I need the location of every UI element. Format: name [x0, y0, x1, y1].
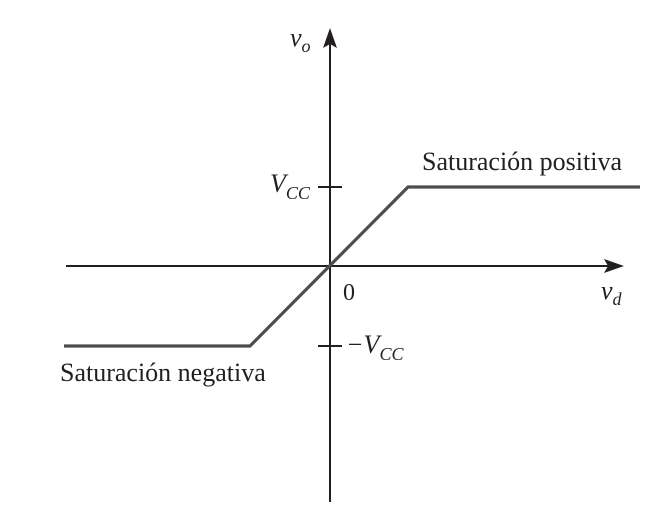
- neg-vcc-label: −VCC: [346, 330, 404, 364]
- y-axis-label: vo: [290, 23, 311, 56]
- vcc-label: VCC: [270, 169, 311, 203]
- x-axis-label-sub: d: [613, 289, 623, 309]
- y-axis-arrowhead: [323, 28, 337, 48]
- y-axis-label-main: v: [290, 23, 302, 52]
- x-axis-arrowhead: [604, 259, 624, 273]
- vcc-label-main: V: [270, 169, 289, 198]
- vcc-label-sub: CC: [286, 183, 311, 203]
- neg-vcc-label-sub: CC: [379, 344, 404, 364]
- origin-label: 0: [343, 280, 355, 306]
- y-axis-label-sub: o: [302, 36, 311, 56]
- x-axis-label: vd: [601, 276, 623, 309]
- neg-vcc-label-main: −V: [346, 330, 383, 359]
- positive-saturation-label: Saturación positiva: [422, 147, 622, 176]
- x-axis-label-main: v: [601, 276, 613, 305]
- transfer-curve: [64, 185, 640, 348]
- negative-saturation-label: Saturación negativa: [60, 358, 266, 387]
